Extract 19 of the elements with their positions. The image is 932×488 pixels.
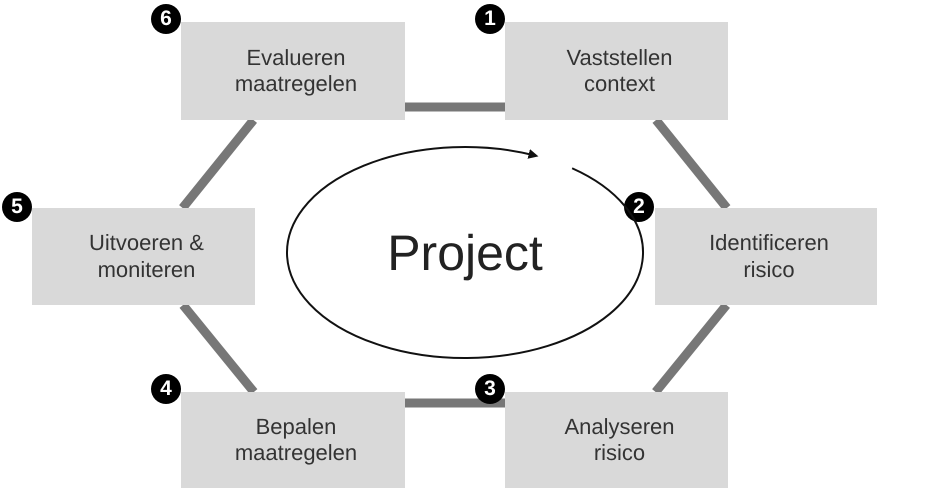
connector-bar [405, 102, 505, 112]
step-number: 1 [475, 4, 505, 34]
step-box [505, 22, 728, 120]
step-box [181, 22, 405, 120]
step-box [505, 392, 728, 488]
step-number: 3 [475, 374, 505, 404]
connector-bar [405, 398, 505, 408]
step-number: 5 [2, 192, 32, 222]
step-number: 4 [151, 374, 181, 404]
step-label: Identificeren risico [708, 230, 830, 283]
step-label: Vaststellen context [566, 44, 674, 98]
step-label: Evalueren maatregelen [234, 44, 358, 98]
step-box [181, 392, 405, 488]
step-label: Uitvoeren & moniteren [88, 230, 205, 283]
step-label: Analyseren risico [563, 414, 676, 466]
step-box [32, 208, 255, 305]
step-number: 6 [151, 4, 181, 34]
step-label: Bepalen maatregelen [234, 414, 358, 466]
step-box [655, 208, 877, 305]
